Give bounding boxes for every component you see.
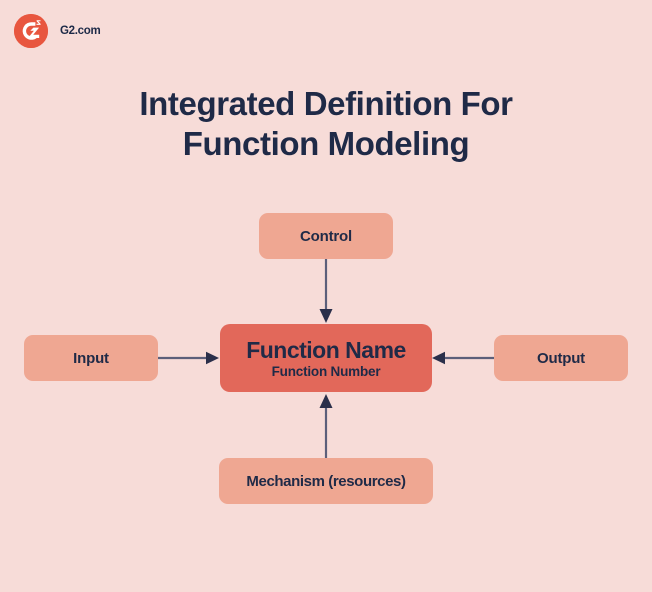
g2-circle-logo-icon <box>14 14 48 48</box>
function-name-label: Function Name <box>246 336 406 363</box>
brand-name: G2.com <box>60 25 101 37</box>
diagram-node-output: Output <box>494 335 628 381</box>
diagram-node-mechanism: Mechanism (resources) <box>219 458 433 504</box>
brand-bar: G2.com <box>14 14 101 48</box>
diagram-node-function: Function Name Function Number <box>220 324 432 392</box>
function-number-label: Function Number <box>271 363 381 379</box>
diagram-node-control: Control <box>259 213 393 259</box>
page-title-line-2: Function Modeling <box>182 125 470 163</box>
diagram-node-mechanism-label: Mechanism (resources) <box>246 472 406 490</box>
diagram-node-output-label: Output <box>537 349 585 367</box>
arrow-output-to-function <box>432 350 494 366</box>
page-title-line-1: Integrated Definition For <box>139 85 513 123</box>
arrow-input-to-function <box>158 350 220 366</box>
page-title: Integrated Definition For Function Model… <box>0 84 652 164</box>
arrow-mechanism-to-function <box>318 394 334 458</box>
arrow-control-to-function <box>318 259 334 324</box>
diagram-node-input: Input <box>24 335 158 381</box>
diagram-node-control-label: Control <box>300 227 352 245</box>
diagram-node-input-label: Input <box>73 349 109 367</box>
